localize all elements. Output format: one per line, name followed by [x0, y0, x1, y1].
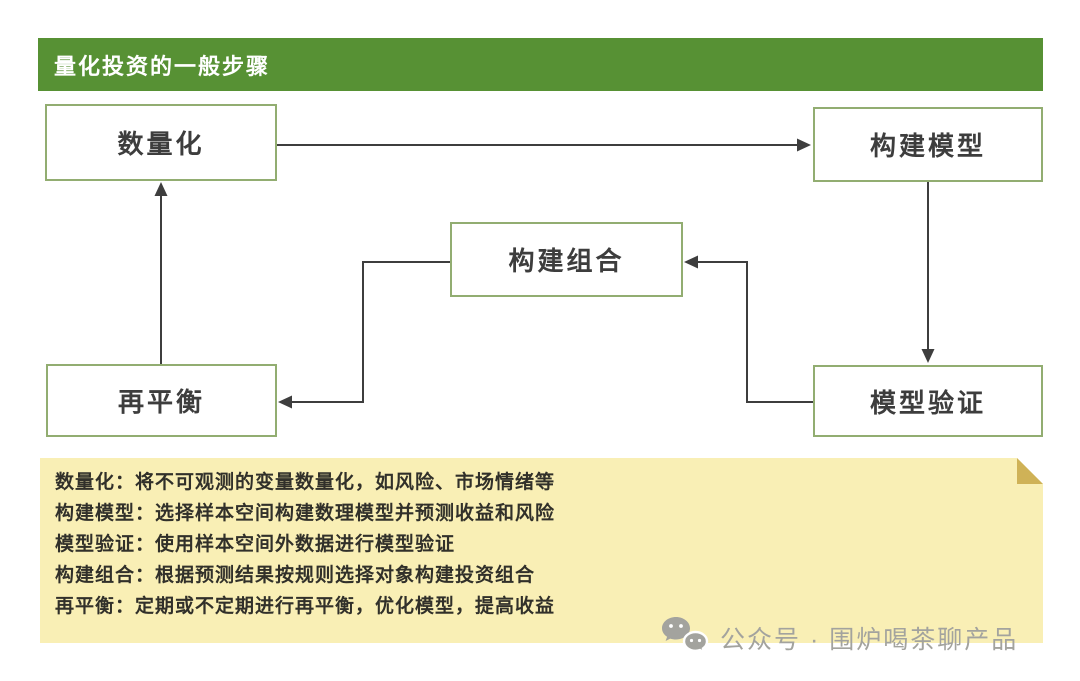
flow-box-label: 构建模型	[869, 131, 986, 161]
flow-box-validate-model: 模型验证	[813, 365, 1043, 437]
flow-box-build-portfolio: 构建组合	[450, 222, 683, 297]
arrow-portfolio-to-rebalance	[278, 261, 450, 409]
definition-rebalance: 再平衡：定期或不定期进行再平衡，优化模型，提高收益	[55, 596, 556, 617]
wechat-icon	[662, 617, 709, 655]
flow-box-label: 再平衡	[117, 387, 205, 417]
flow-box-label: 数量化	[117, 129, 205, 159]
flow-box-rebalance: 再平衡	[46, 364, 277, 437]
flow-box-label: 构建组合	[508, 246, 625, 276]
flow-box-build-model: 构建模型	[813, 107, 1043, 182]
definition-build-portfolio: 构建组合：根据预测结果按规则选择对象构建投资组合	[55, 565, 536, 586]
watermark-text: 公众号 · 围炉喝茶聊产品	[720, 626, 1019, 654]
definition-validate-model: 模型验证：使用样本空间外数据进行模型验证	[55, 534, 456, 555]
flow-box-label: 模型验证	[869, 387, 986, 418]
definitions-note: 数量化：将不可观测的变量数量化，如风险、市场情绪等 构建模型：选择样本空间构建数…	[40, 458, 1043, 643]
watermark: 公众号 · 围炉喝茶聊产品	[660, 612, 1018, 664]
note-fold-corner	[1017, 458, 1043, 484]
definitions-list: 数量化：将不可观测的变量数量化，如风险、市场情绪等 构建模型：选择样本空间构建数…	[55, 467, 1003, 622]
page-title: 量化投资的一般步骤	[54, 53, 271, 79]
flow-box-quantify: 数量化	[45, 104, 277, 181]
header-bar: 量化投资的一般步骤	[38, 38, 1043, 91]
definition-quantify: 数量化：将不可观测的变量数量化，如风险、市场情绪等	[55, 472, 556, 493]
definition-build-model: 构建模型：选择样本空间构建数理模型并预测收益和风险	[55, 503, 556, 524]
arrow-validate-to-portfolio	[684, 255, 813, 403]
